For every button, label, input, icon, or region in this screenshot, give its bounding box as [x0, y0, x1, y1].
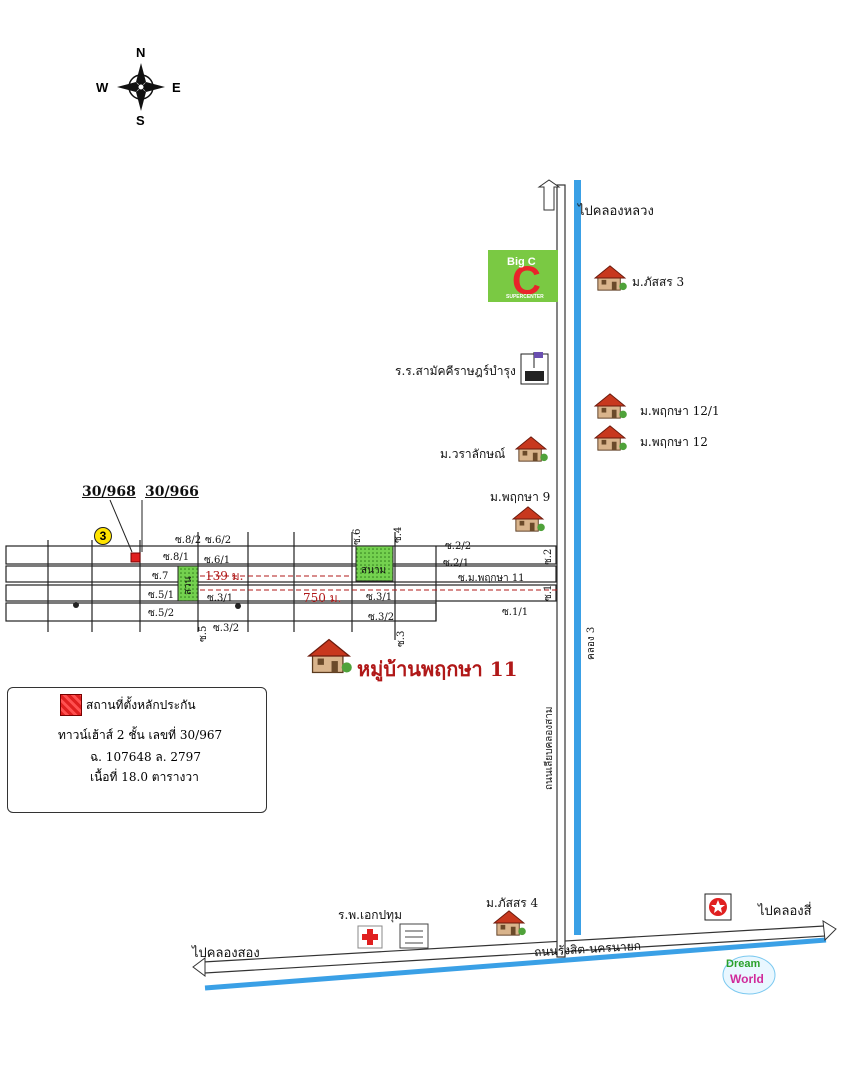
distance-label-750: 750 ม. [303, 591, 342, 605]
soi-label-3-1a: ซ.3/1 [207, 593, 234, 604]
soi-label-3-2b: ซ.3/2 [368, 612, 395, 623]
west-destination-label: ไปคลองสอง [192, 946, 260, 961]
hospital-label: ร.พ.เอกปทุม [338, 908, 402, 922]
soi-label-6: ซ.6 [352, 528, 363, 545]
bigc-logo: C [488, 250, 558, 303]
gas-station-icon [704, 893, 732, 921]
north-arrow-icon [537, 179, 561, 211]
house-icon-phatsorn3 [594, 265, 627, 291]
soi-label-3-2a: ซ.3/2 [213, 623, 240, 634]
east-destination-label: ไปคลองสี่ [758, 904, 812, 919]
house-icon-pruksa11 [308, 638, 353, 674]
canal-road-label: ถนนเลียบคลองสาม [544, 706, 555, 791]
compass-south-label: S [136, 113, 145, 128]
svg-text:C: C [512, 259, 541, 303]
parks [177, 545, 394, 602]
soi-label-6-1: ซ.6/1 [204, 555, 231, 566]
legend-box: สถานที่ตั้งหลักประกัน ทาวน์เฮ้าส์ 2 ชั้น… [7, 687, 267, 813]
park-label-right: สนาม [361, 565, 387, 576]
soi-label-2-2: ซ.2/2 [445, 541, 472, 552]
village-label-pruksa12: ม.พฤกษา 12 [640, 435, 708, 449]
parcel-number-badge: 3 [94, 527, 112, 545]
village-label-waralak: ม.วราลักษณ์ [440, 447, 506, 461]
dreamworld-label-2: World [730, 972, 764, 986]
east-arrow-icon [822, 920, 837, 942]
soi-label-main: ซ.ม.พฤกษา 11 [458, 573, 525, 584]
dreamworld-label-1: Dream [726, 958, 761, 970]
soi-label-1: ซ.1 [543, 584, 554, 601]
soi-label-2: ซ.2 [543, 548, 554, 565]
village-label-phatsorn4: ม.ภัสสร 4 [486, 896, 539, 910]
house-icon-pruksa12 [594, 425, 627, 451]
pole-icons [73, 602, 241, 609]
soi-label-1-1: ซ.1/1 [502, 607, 529, 618]
school-label: ร.ร.สามัคคีราษฎร์บำรุง [395, 364, 516, 378]
village-label-phatsorn3: ม.ภัสสร 3 [632, 275, 685, 289]
legend-line-2: ทาวน์เฮ้าส์ 2 ชั้น เลขที่ 30/967 [58, 728, 223, 742]
north-destination-label: ไปคลองหลวง [578, 204, 654, 219]
dreamworld-logo [722, 955, 776, 995]
compass-east-label: E [172, 80, 181, 95]
legend-line-4: เนื้อที่ 18.0 ตารางวา [90, 770, 199, 784]
route-dashes [200, 575, 560, 591]
house-icon-pruksa12-1 [594, 393, 627, 419]
house-icon-waralak [515, 436, 548, 462]
soi-label-6-2: ซ.6/2 [205, 535, 232, 546]
soi-label-3: ซ.3 [396, 630, 407, 647]
compass-west-label: W [96, 80, 109, 95]
bigc-label: Big C [507, 256, 536, 268]
park-label-left: สวน [183, 576, 194, 595]
house-icon-phatsorn4 [493, 910, 526, 936]
soi-label-2-1: ซ.2/1 [443, 558, 470, 569]
bigc-sub-label: SUPERCENTER [506, 294, 544, 300]
compass-north-label: N [136, 45, 146, 60]
west-arrow-icon [192, 957, 206, 977]
canal-label: คลอง 3 [586, 626, 597, 660]
soi-label-5-1: ซ.5/1 [148, 590, 175, 601]
soi-label-7: ซ.7 [152, 571, 169, 582]
parcel-marker [109, 499, 143, 563]
house-icon-pruksa9 [512, 506, 545, 532]
soi-label-5: ซ.5 [198, 625, 209, 642]
village-label-pruksa12-1: ม.พฤกษา 12/1 [640, 404, 720, 418]
school-icon [520, 352, 549, 385]
compass-rose-icon [117, 63, 165, 111]
distance-label-139: 139 ม. [205, 569, 244, 583]
canal-road [556, 180, 581, 958]
hospital-cross-icon [357, 925, 383, 949]
legend-line-1: สถานที่ตั้งหลักประกัน [86, 698, 196, 712]
parcel-label-30-966: 30/966 [145, 484, 199, 500]
legend-line-3: ฉ. 107648 ล. 2797 [90, 750, 201, 764]
parcel-label-30-968: 30/968 [82, 484, 136, 500]
soi-label-3-1b: ซ.3/1 [366, 592, 393, 603]
hospital-building-icon [399, 923, 429, 949]
soi-label-5-2: ซ.5/2 [148, 608, 175, 619]
village-label-pruksa9: ม.พฤกษา 9 [490, 490, 551, 504]
village-grid [5, 532, 557, 640]
soi-label-8-1: ซ.8/1 [163, 552, 190, 563]
legend-parcel-swatch [60, 694, 82, 716]
soi-label-4: ซ.4 [393, 526, 404, 543]
soi-label-8-2: ซ.8/2 [175, 535, 202, 546]
village-title-pruksa11: หมู่บ้านพฤกษา 11 [357, 657, 518, 681]
